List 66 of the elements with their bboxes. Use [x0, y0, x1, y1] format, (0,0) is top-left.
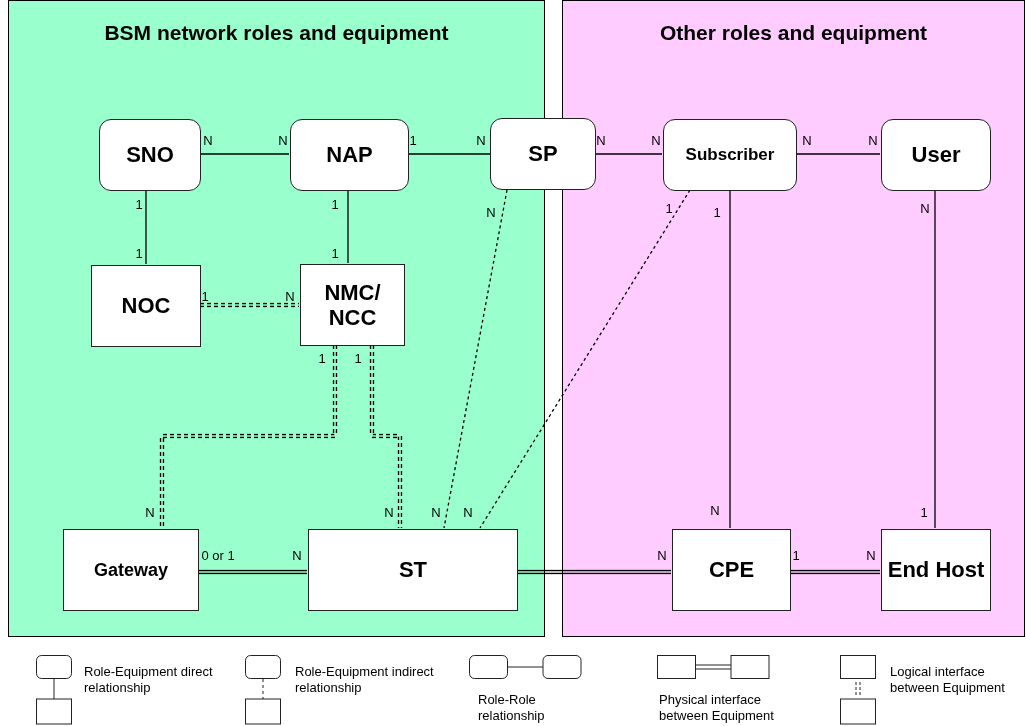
physical-interface-line — [198, 569, 307, 575]
relationship-line — [407, 153, 491, 155]
panel-title: BSM network roles and equipment — [103, 21, 450, 45]
cardinality-label: 1 — [135, 196, 143, 212]
cardinality-label: N — [486, 204, 496, 220]
cardinality-label: N — [145, 504, 155, 520]
cardinality-label: N — [278, 132, 288, 148]
cardinality-label: 1 — [665, 200, 673, 216]
equipment-box: NOC — [91, 265, 201, 347]
role-box: User — [881, 119, 991, 191]
cardinality-label: N — [476, 132, 486, 148]
legend-text: Role-Equipment indirect relationship — [295, 664, 435, 696]
equipment-box: NMC/ NCC — [300, 264, 405, 346]
cardinality-label: 1 — [331, 196, 339, 212]
relationship-line — [145, 189, 147, 265]
equipment-box: CPE — [672, 529, 791, 611]
cardinality-label: N — [596, 132, 606, 148]
relationship-line — [729, 189, 731, 529]
cardinality-label: N — [285, 288, 295, 304]
legend-text: Logical interface between Equipment — [890, 664, 1006, 696]
cardinality-label: N — [651, 132, 661, 148]
cardinality-label: 1 — [409, 132, 417, 148]
cardinality-label: N — [710, 502, 720, 518]
cardinality-label: 1 — [331, 245, 339, 261]
equipment-box: ST — [308, 529, 518, 611]
relationship-line — [795, 153, 881, 155]
legend-text: Role-Equipment direct relationship — [84, 664, 214, 696]
cardinality-label: N — [463, 504, 473, 520]
group-panel — [562, 0, 1025, 637]
logical-interface-line — [369, 345, 403, 528]
logical-interface-line — [159, 345, 338, 528]
cardinality-label: 1 — [713, 204, 721, 220]
physical-interface-line — [517, 569, 671, 575]
cardinality-label: 1 — [920, 504, 928, 520]
equipment-box: End Host — [881, 529, 991, 611]
role-box: Subscriber — [663, 119, 797, 191]
role-box: SP — [490, 118, 596, 190]
panel-title: Other roles and equipment — [658, 21, 929, 45]
logical-interface-line — [200, 302, 299, 308]
cardinality-label: N — [802, 132, 812, 148]
relationship-line — [934, 189, 936, 529]
cardinality-label: N — [866, 547, 876, 563]
role-box: SNO — [99, 119, 201, 191]
cardinality-label: N — [657, 547, 667, 563]
indirect-relationship-line — [443, 189, 508, 529]
legend-text: Physical interface between Equipment — [659, 692, 775, 724]
relationship-line — [595, 153, 663, 155]
cardinality-label: N — [431, 504, 441, 520]
cardinality-label: 0 or 1 — [201, 547, 235, 563]
cardinality-label: N — [384, 504, 394, 520]
equipment-box: Gateway — [63, 529, 199, 611]
cardinality-label: 1 — [354, 350, 362, 366]
cardinality-label: 1 — [792, 547, 800, 563]
relationship-line — [199, 153, 290, 155]
cardinality-label: 1 — [135, 245, 143, 261]
cardinality-label: 1 — [201, 288, 209, 304]
cardinality-label: N — [868, 132, 878, 148]
cardinality-label: N — [920, 200, 930, 216]
cardinality-label: N — [203, 132, 213, 148]
indirect-relationship-line — [479, 189, 691, 529]
role-box: NAP — [290, 119, 409, 191]
cardinality-label: 1 — [318, 350, 326, 366]
relationship-line — [347, 189, 349, 264]
legend-text: Role-Role relationship — [478, 692, 546, 724]
physical-interface-line — [790, 569, 880, 575]
cardinality-label: N — [292, 547, 302, 563]
